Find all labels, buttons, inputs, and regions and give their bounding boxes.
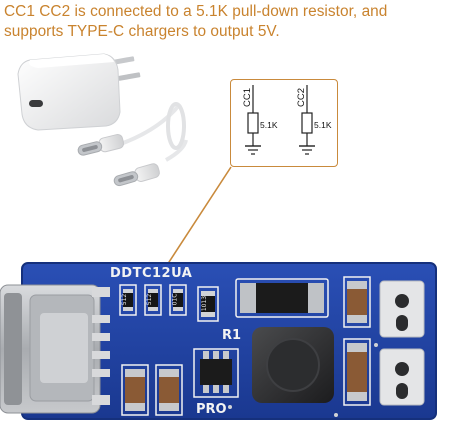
r1-value: 5.1K <box>260 120 278 130</box>
cc2-label: CC2 <box>296 87 307 107</box>
caption: CC1 CC2 is connected to a 5.1K pull-down… <box>4 2 472 42</box>
resistor-code-4: 1013 <box>201 295 209 312</box>
cc1-label: CC1 <box>242 87 253 107</box>
pcb-module: DDTC12UA R1 PRO 512 512 01C 1013 <box>0 255 474 424</box>
model-label: DDTC12UA <box>110 266 193 281</box>
resistor-code-1: 512 <box>121 293 129 306</box>
usb-c-charger-image <box>8 52 208 202</box>
pcb-illustration <box>0 262 437 420</box>
r1-silkscreen: R1 <box>222 328 242 343</box>
caption-line-1: CC1 CC2 is connected to a 5.1K pull-down… <box>4 3 388 20</box>
charger-illustration <box>17 53 188 187</box>
r2-value: 5.1K <box>314 120 332 130</box>
pull-down-resistor-schematic <box>245 85 315 155</box>
caption-line-2: supports TYPE-C chargers to output 5V. <box>4 23 280 40</box>
pro-label: PRO <box>196 402 227 417</box>
resistor-code-3: 01C <box>171 293 179 306</box>
resistor-code-2: 512 <box>146 293 154 306</box>
schematic-callout: CC1 CC2 5.1K 5.1K <box>230 79 338 167</box>
